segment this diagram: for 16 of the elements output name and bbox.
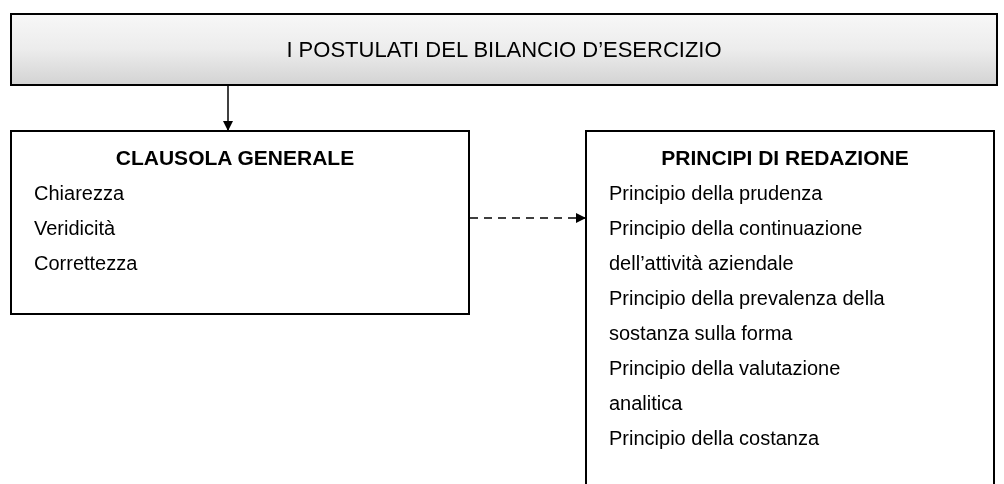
box-heading: PRINCIPI DI REDAZIONE xyxy=(661,145,910,171)
list-item: Principio della prudenza xyxy=(609,181,824,206)
banner-title: I POSTULATI DEL BILANCIO D’ESERCIZIO xyxy=(286,36,722,64)
list-item: Correttezza xyxy=(34,251,139,276)
list-item: Veridicità xyxy=(34,216,117,241)
list-item: Principio della valutazione analitica xyxy=(609,356,842,416)
list-item: Principio della prevalenza della sostanza sulla forma xyxy=(609,286,886,346)
list-item: Principio della costanza xyxy=(609,426,821,451)
list-item: Chiarezza xyxy=(34,181,126,206)
category-box xyxy=(10,130,470,315)
title-banner xyxy=(10,13,998,86)
category-box xyxy=(585,130,995,484)
arrow xyxy=(223,85,233,131)
list-item: Principio della continuazione dell’attività aziendale xyxy=(609,216,864,276)
box-heading: CLAUSOLA GENERALE xyxy=(115,145,356,171)
arrow xyxy=(469,213,586,223)
